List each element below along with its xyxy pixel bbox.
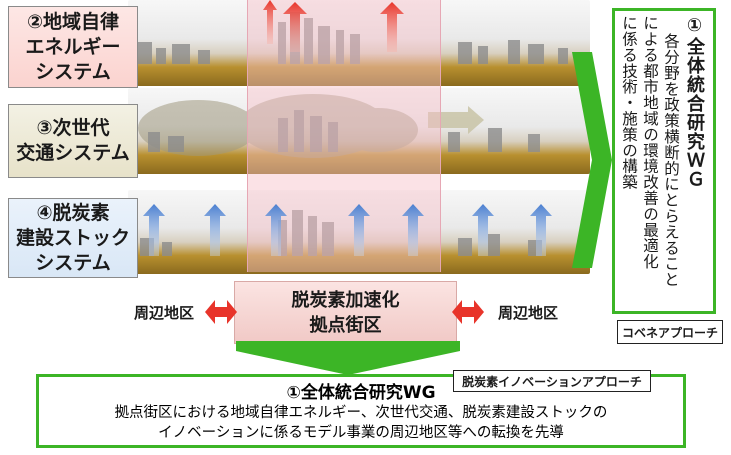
core-district-box: 脱炭素加速化 拠点街区 [234, 281, 457, 344]
wg-side-text-col3: に係る技術・施策の構築 [620, 15, 638, 190]
wg-side-title: ①全体統合研究ＷＧ [684, 15, 705, 189]
skyline-transport [138, 94, 540, 158]
bottom-wg-line2: イノベーションに係るモデル事業の周辺地区等への転換を先導 [158, 425, 564, 441]
red-arrow-3 [380, 2, 404, 52]
bottom-wg-line1: 拠点街区における地域自律エネルギー、次世代交通、脱炭素建設ストックの [114, 405, 608, 421]
double-arrow-right [452, 300, 484, 324]
red-arrow-1 [263, 0, 277, 44]
periphery-left-label: 周辺地区 [134, 304, 195, 322]
double-arrow-left [205, 300, 237, 324]
row-label-transport: ③次世代 交通システム [8, 104, 138, 178]
transport-arrow [428, 106, 484, 134]
blue-up-arrows [143, 204, 552, 256]
flow-arrows-overlay [143, 0, 612, 268]
cityscape-band-transport [128, 88, 590, 174]
wg-side-text-col1: 各分野を政策横断的にとらえること [662, 33, 680, 288]
cobene-approach-tag: コベネアプローチ [617, 320, 723, 344]
blue-arrow-1 [143, 204, 165, 256]
blue-arrow-3 [265, 204, 287, 256]
blue-arrow-2 [204, 204, 226, 256]
periphery-right-label: 周辺地区 [498, 304, 559, 322]
row-label-building: ④脱炭素 建設ストック システム [8, 198, 138, 278]
green-down-arrow [236, 341, 460, 375]
cityscape-band-energy [128, 0, 590, 86]
red-arrow-2 [283, 2, 307, 52]
green-chevron-arrow [572, 52, 612, 268]
innovation-approach-tag: 脱炭素イノベーションアプローチ [453, 370, 651, 392]
bottom-wg-title: ①全体統合研究WG [286, 383, 436, 403]
blue-arrow-6 [472, 204, 494, 256]
overall-wg-side-box: ①全体統合研究ＷＧ 各分野を政策横断的にとらえること による都市地域の環境改善の… [612, 8, 716, 314]
overall-wg-bottom-box: ①全体統合研究WG 拠点街区における地域自律エネルギー、次世代交通、脱炭素建設ス… [36, 374, 686, 448]
blue-arrow-7 [530, 204, 552, 256]
blue-arrow-4 [348, 204, 370, 256]
core-district-line1: 脱炭素加速化 [291, 289, 400, 311]
core-district-line2: 拠点街区 [309, 314, 382, 336]
red-up-arrows [263, 0, 404, 52]
wg-side-text-col2: による都市地域の環境改善の最適化 [641, 15, 659, 270]
row-label-energy: ②地域自律 エネルギー システム [8, 6, 138, 88]
blue-arrow-5 [402, 204, 424, 256]
